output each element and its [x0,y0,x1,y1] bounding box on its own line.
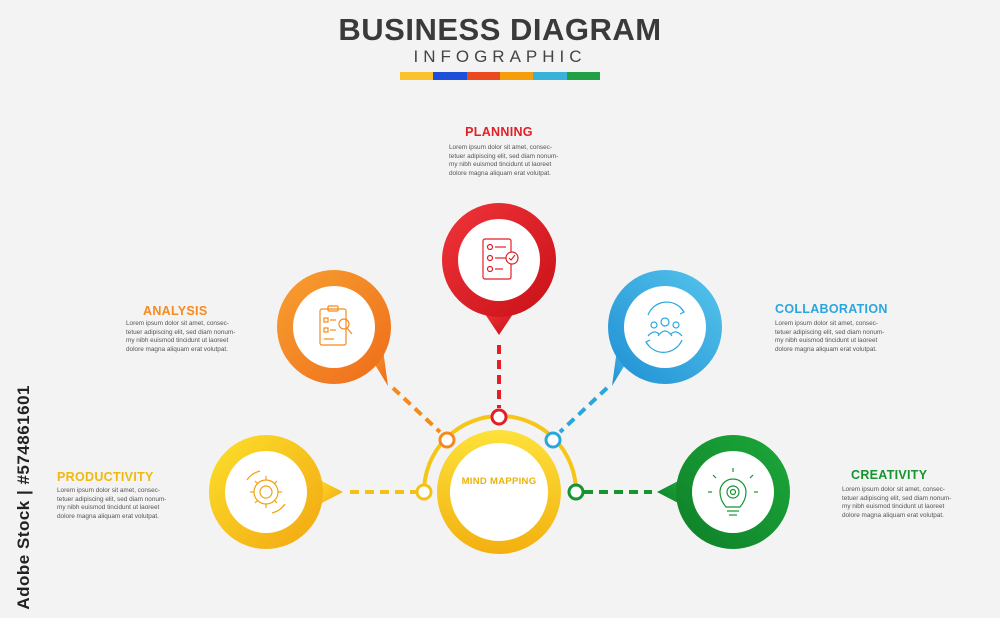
gear-cycle-icon [246,470,286,514]
analysis-description: Lorem ipsum dolor sit amet, consec- tetu… [126,320,236,353]
color-bar-segment [433,72,467,80]
productivity-bubble [209,435,343,549]
lightbulb-gear-icon [708,468,758,516]
planning-bubble [442,203,556,335]
color-bar-segment [499,72,534,80]
stock-watermark: Adobe Stock | #574861601 [14,385,33,610]
center-label: MIND MAPPING [461,476,537,487]
center-circle-inner [450,443,548,541]
creativity-bubble [657,435,790,549]
color-bar-segment [400,72,434,80]
productivity-title: PRODUCTIVITY [57,470,154,484]
node-dot-productivity [415,483,433,501]
node-dot-collaboration [544,431,562,449]
color-bar-segment [533,72,567,80]
node-dot-analysis [438,431,456,449]
clipboard-search-icon [319,305,353,346]
planning-title: PLANNING [465,125,533,139]
collaboration-bubble [608,270,722,386]
productivity-description: Lorem ipsum dolor sit amet, consec- tetu… [57,487,167,520]
collaboration-title: COLLABORATION [775,302,888,316]
color-bar-segment [566,72,600,80]
collaboration-description: Lorem ipsum dolor sit amet, consec- tetu… [775,320,885,353]
analysis-bubble [277,270,391,386]
color-bar-segment [466,72,500,80]
analysis-title: ANALYSIS [143,304,208,318]
node-dot-planning [490,408,508,426]
creativity-description: Lorem ipsum dolor sit amet, consec- tetu… [842,486,952,519]
planning-description: Lorem ipsum dolor sit amet, consec- tetu… [449,144,559,177]
node-dot-creativity [567,483,585,501]
connector-analysis [391,386,442,434]
team-cycle-icon [645,301,685,353]
page-subtitle: INFOGRAPHIC [413,47,587,66]
creativity-title: CREATIVITY [851,468,928,482]
clipboard-checklist-icon [482,238,519,280]
page-title: BUSINESS DIAGRAM [338,12,662,47]
connector-collaboration [558,386,609,434]
header-color-bar [400,72,600,80]
